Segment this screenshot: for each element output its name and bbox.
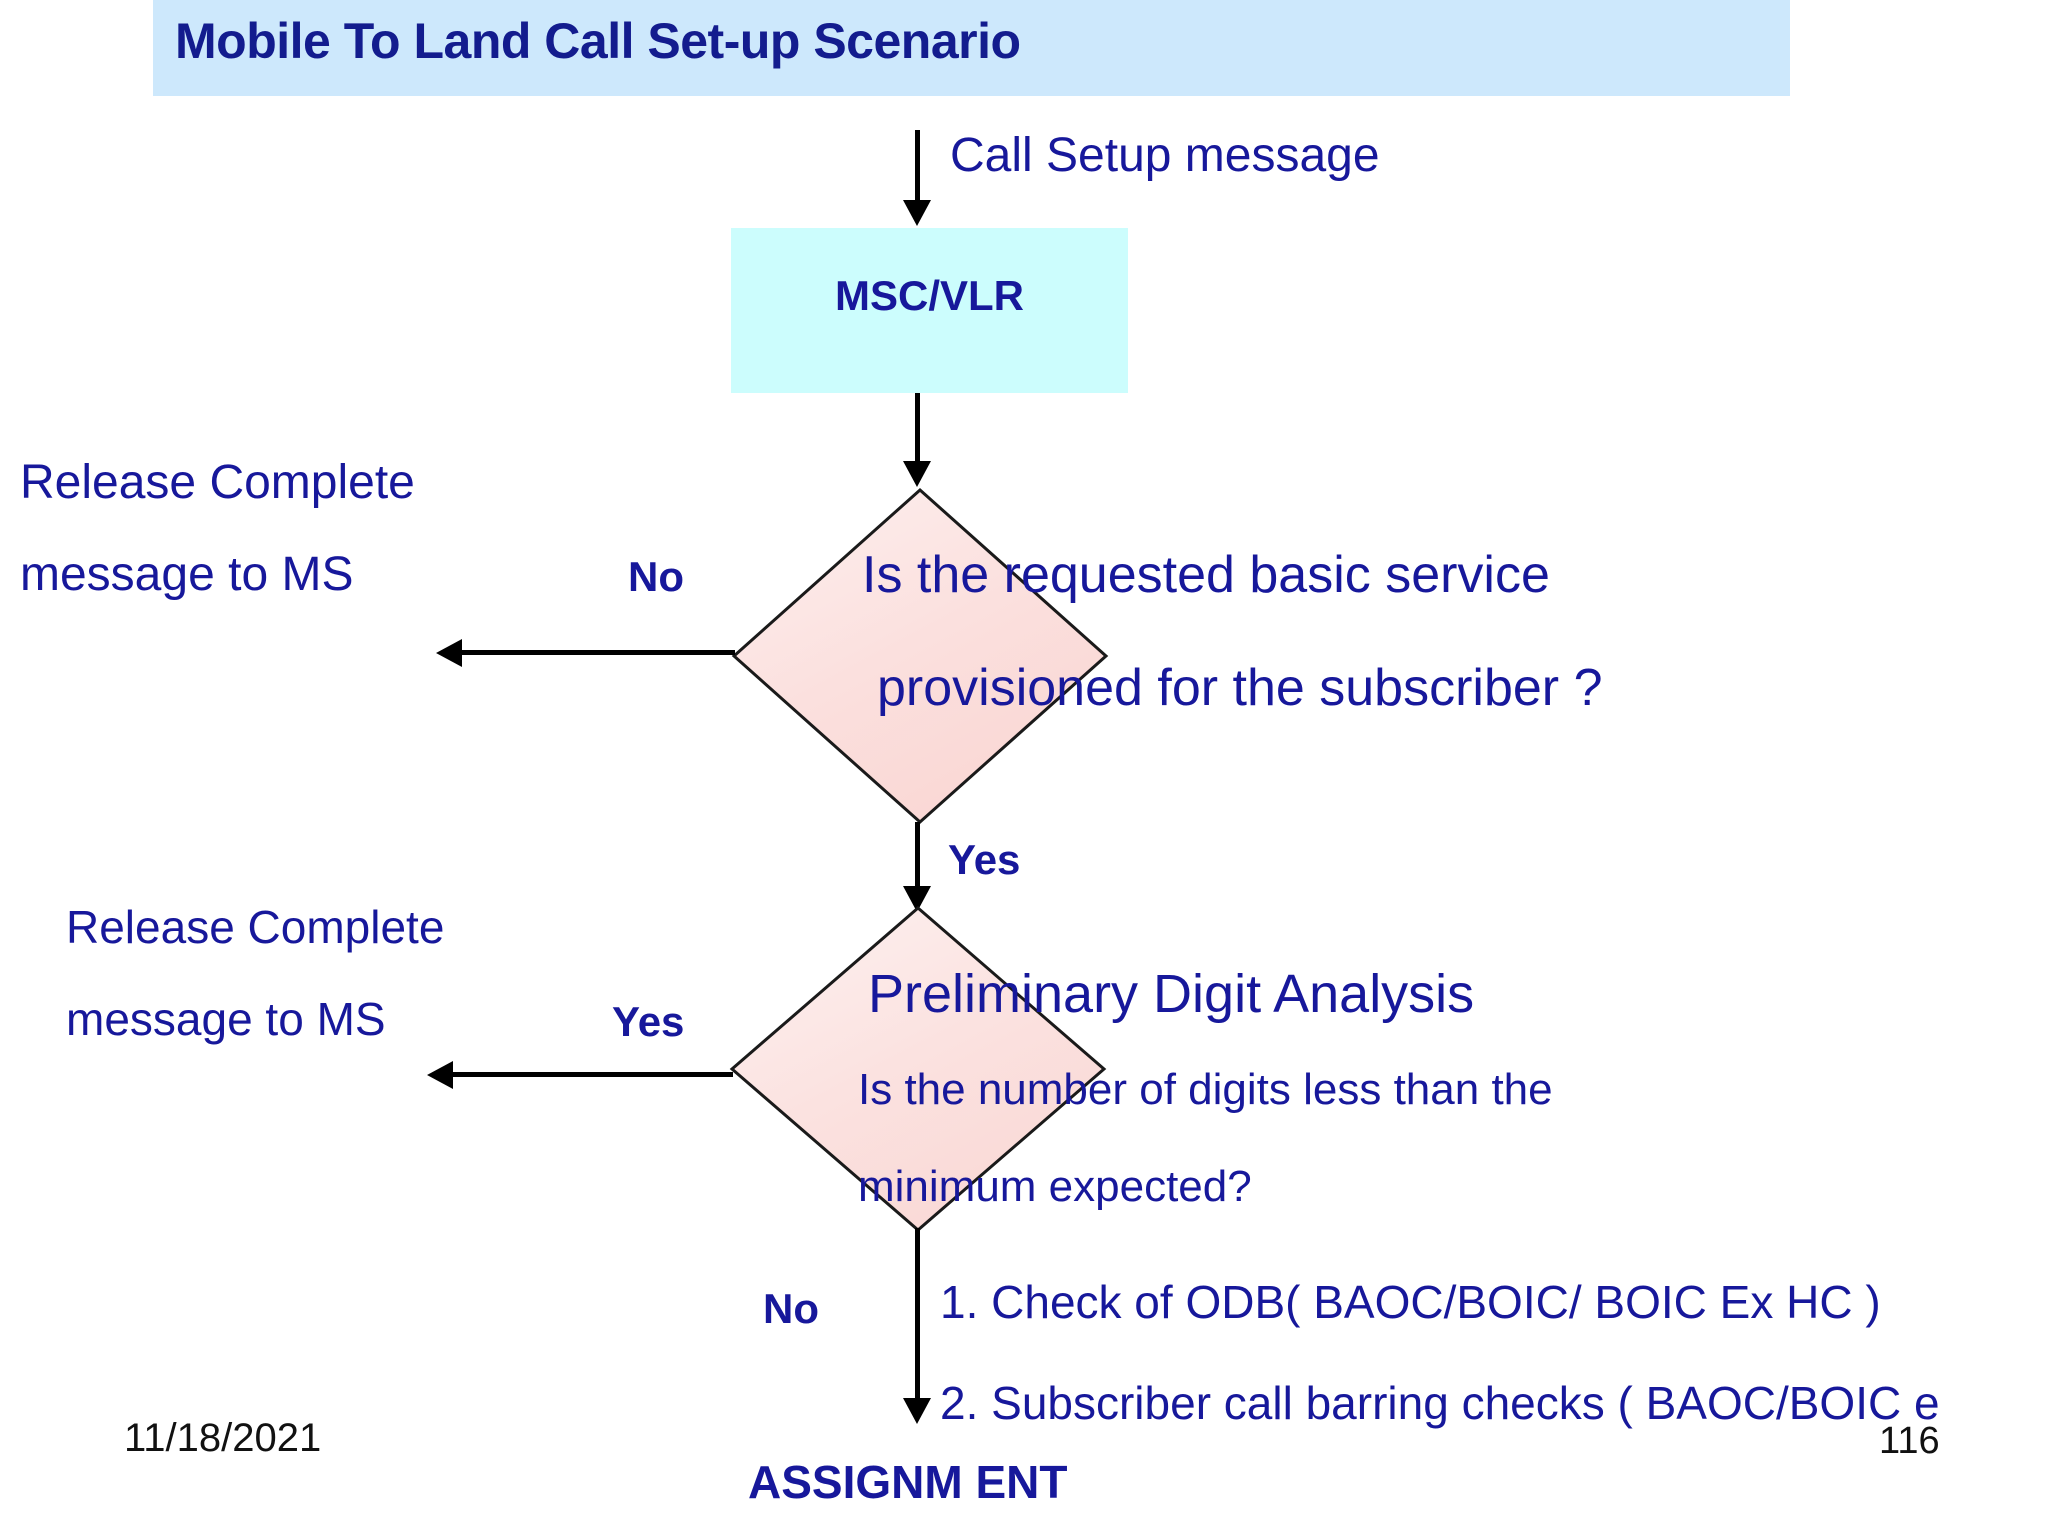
decision-1-no-line xyxy=(452,650,735,655)
entry-arrow-line xyxy=(915,130,920,205)
msc-vlr-label: MSC/VLR xyxy=(835,272,1024,319)
msc-to-decision1-arrow-head xyxy=(903,461,931,487)
decision-1-no-label: No xyxy=(628,553,684,600)
msc-to-decision1-line xyxy=(915,393,920,465)
decision-2-yes-label: Yes xyxy=(612,998,685,1045)
decision2-to-terminal-arrow-head xyxy=(903,1398,931,1424)
release-complete-2-line2: message to MS xyxy=(66,993,386,1045)
decision-2-yes-line xyxy=(443,1072,733,1077)
release-complete-1-line1: Release Complete xyxy=(20,456,415,509)
decision-1-no-arrow-head xyxy=(436,639,462,667)
release-complete-1-line2: message to MS xyxy=(20,548,354,601)
check-item-1: 1. Check of ODB( BAOC/BOIC/ BOIC Ex HC ) xyxy=(940,1276,1881,1328)
decision-2-no-label: No xyxy=(763,1285,819,1332)
decision2-to-terminal-line xyxy=(915,1228,920,1413)
release-complete-2-line1: Release Complete xyxy=(66,901,445,953)
footer-page-number: 116 xyxy=(1879,1420,1940,1462)
decision-2-question-line2: minimum expected? xyxy=(858,1162,1252,1211)
decision-1-diamond xyxy=(731,487,1109,825)
page-title: Mobile To Land Call Set-up Scenario xyxy=(175,13,1021,69)
msc-vlr-box: MSC/VLR xyxy=(731,228,1128,393)
title-banner xyxy=(153,0,1790,96)
decision-2-question-line1: Is the number of digits less than the xyxy=(858,1065,1553,1114)
terminal-label: ASSIGNM ENT xyxy=(748,1456,1068,1508)
decision1-to-decision2-line xyxy=(915,822,920,892)
decision-2-yes-arrow-head xyxy=(427,1061,453,1089)
decision-1-question-line2: provisioned for the subscriber ? xyxy=(877,659,1603,717)
entry-message-label: Call Setup message xyxy=(950,129,1380,182)
check-item-2: 2. Subscriber call barring checks ( BAOC… xyxy=(940,1377,1940,1429)
decision-1-yes-label: Yes xyxy=(948,836,1021,883)
footer-date: 11/18/2021 xyxy=(124,1416,322,1460)
decision-1-question-line1: Is the requested basic service xyxy=(862,546,1550,604)
entry-arrow-head xyxy=(903,200,931,226)
decision-2-heading: Preliminary Digit Analysis xyxy=(868,964,1475,1024)
